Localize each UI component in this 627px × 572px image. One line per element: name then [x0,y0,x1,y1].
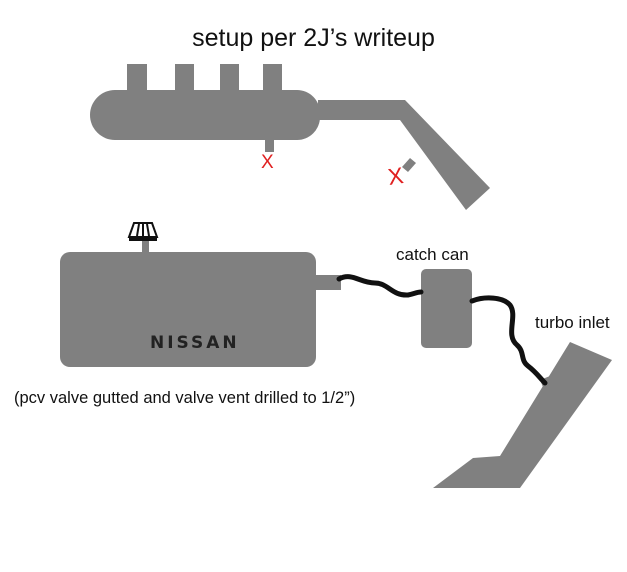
turbo-inlet-pipe [433,342,612,488]
valve-cover-vent-fitting [316,275,341,290]
intake-pipe-port [402,158,416,172]
valve-cover-assembly [60,240,341,367]
intake-pipe [318,100,490,210]
valve-cover-logo: NISSAN [150,333,240,353]
valve-cover [60,252,316,367]
diagram-title: setup per 2J’s writeup [192,24,435,52]
pcv-valve-stem [142,240,149,253]
turbo-inlet-label: turbo inlet [535,313,610,332]
hose-valve-cover-to-catch-can [336,274,424,298]
hose-catch-can-to-turbo-inlet [469,295,548,386]
intake-plenum [90,90,320,140]
intake-manifold [90,64,490,210]
blocked-port-mark-plenum: X [261,152,274,173]
plenum-port [265,139,274,152]
pcv-note: (pcv valve gutted and valve vent drilled… [14,389,356,407]
catch-can-label: catch can [396,245,469,264]
breather-cap-icon [127,222,159,241]
catch-can [421,269,472,348]
